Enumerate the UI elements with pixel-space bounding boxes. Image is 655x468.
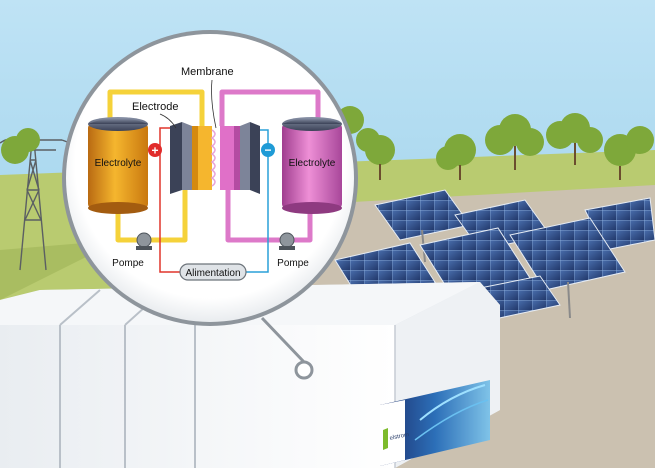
pump-left-icon [136,232,152,250]
label-pump-right: Pompe [277,258,309,269]
label-electrode: Electrode [132,101,178,113]
flow-battery-diagram: + − Membrane Electrode Electrolyte Elect… [88,66,342,281]
power-supply-box [179,263,247,281]
container-front [0,325,395,468]
wire-red [159,127,183,273]
cell-stack [170,122,260,194]
positive-terminal-icon: + [148,143,162,158]
solar-panel [509,217,626,319]
wire-blue [244,129,269,273]
container-logo-text: elstrom [389,432,409,442]
label-power-supply: Alimentation [185,268,240,279]
label-membrane: Membrane [181,66,234,78]
label-pump-left: Pompe [112,258,144,269]
negative-sign: − [264,143,271,157]
membrane [212,126,220,190]
label-electrolyte-right: Electrolyte [289,158,336,169]
negative-terminal-icon: − [261,143,275,157]
tank-left [88,117,148,214]
positive-sign: + [151,144,158,158]
zoom-anchor-ring [294,360,314,380]
tank-right [282,117,342,214]
electrode-pointer [159,113,177,129]
label-electrolyte-left: Electrolyte [95,158,142,169]
container-logo-panel [380,380,490,466]
membrane-pointer [211,79,217,129]
zoom-connector-line [260,316,306,364]
pump-right-icon [279,232,295,250]
